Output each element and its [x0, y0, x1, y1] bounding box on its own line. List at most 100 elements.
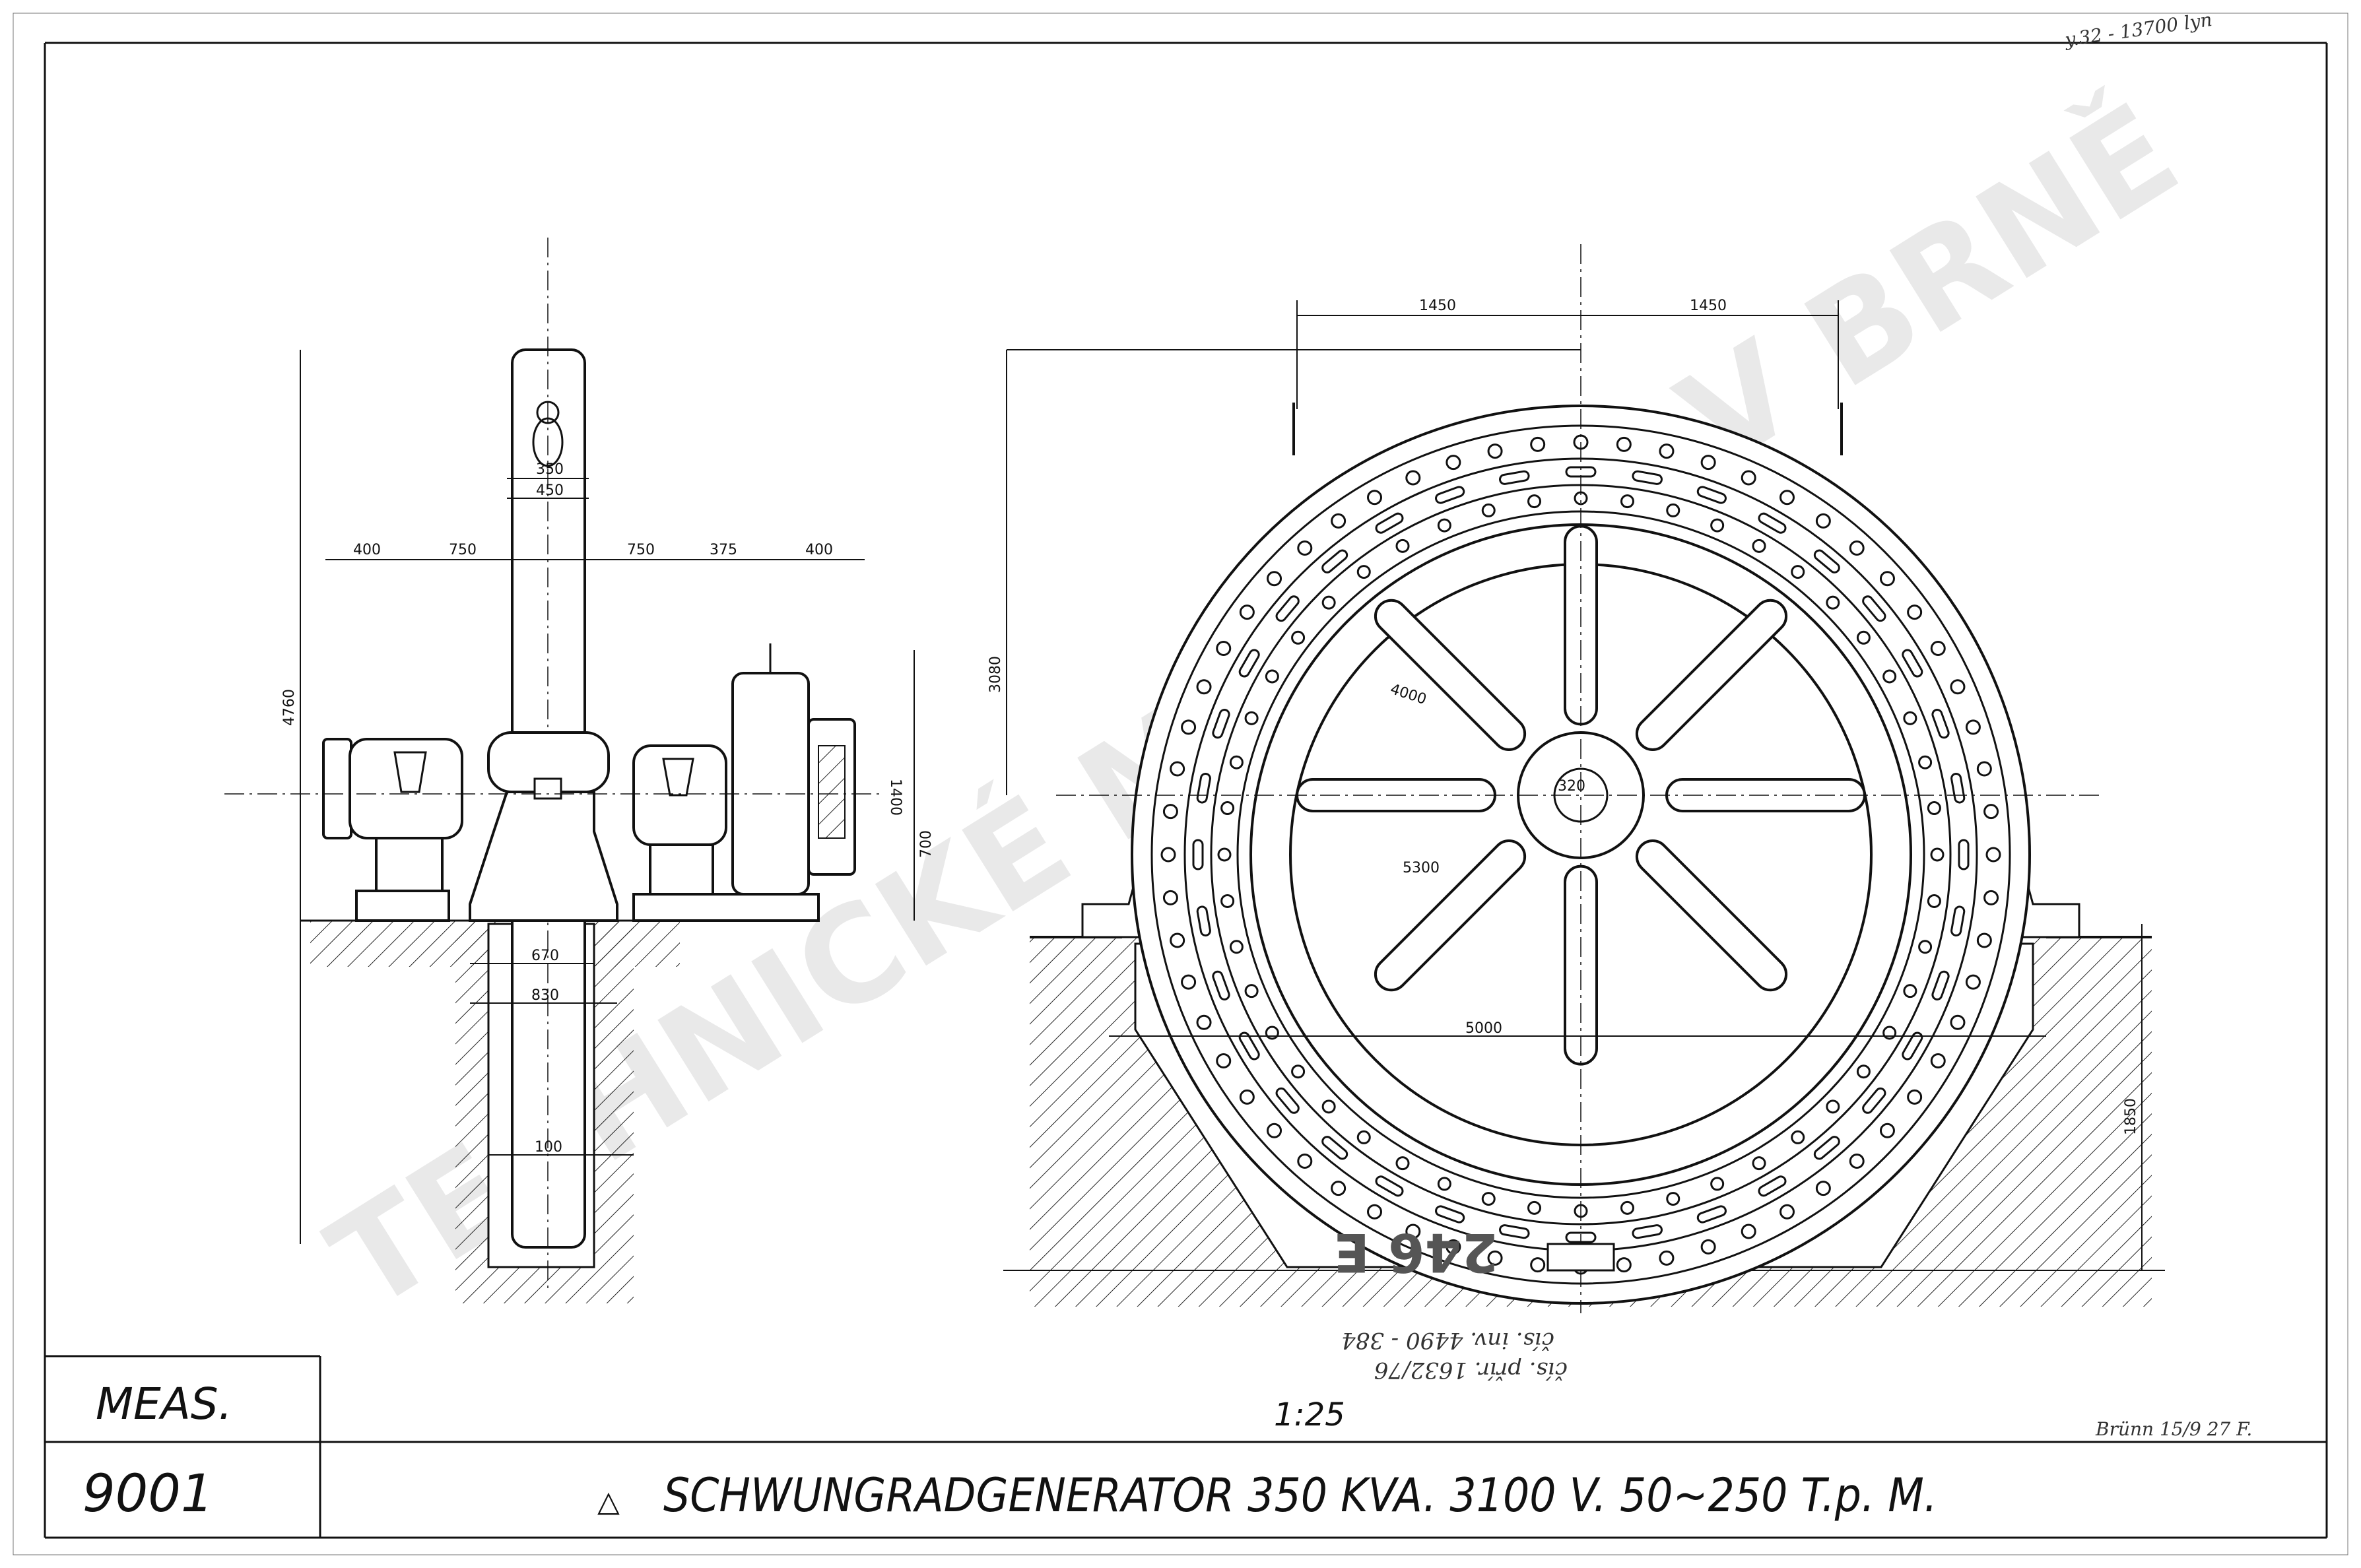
vent-slot: [1758, 1175, 1787, 1197]
rotor-hole: [1903, 984, 1917, 998]
bolt-hole: [1741, 1224, 1756, 1239]
bolt-hole: [1965, 719, 1981, 735]
spoke: [1564, 865, 1598, 1066]
dim-dia-5000: 5000: [1465, 1020, 1502, 1037]
vent-slot: [1813, 1136, 1840, 1160]
bolt-hole: [1879, 1123, 1895, 1138]
dim-right-400: 400: [805, 542, 833, 558]
dim-height-3080: 3080: [987, 656, 1004, 693]
meas-label: MEAS.: [96, 1379, 232, 1429]
rotor-hole: [1217, 847, 1232, 862]
bolt-hole: [1162, 890, 1178, 905]
dim-hub-320: 320: [1558, 778, 1585, 795]
rotor-hole: [1356, 1130, 1371, 1144]
rotor-hole: [1903, 711, 1917, 725]
stamp: 246 E: [1334, 1222, 1499, 1283]
bolt-hole: [1950, 679, 1966, 695]
vent-slot: [1435, 486, 1465, 504]
rotor-hole: [1481, 503, 1496, 517]
rotor-hole: [1527, 1200, 1542, 1215]
rotor-hole: [1321, 595, 1336, 610]
vent-slot: [1632, 470, 1663, 485]
rotor-hole: [1220, 801, 1235, 816]
bolt-hole: [1741, 470, 1756, 486]
vent-slot: [1958, 839, 1970, 870]
bolt-hole: [1170, 932, 1185, 948]
rotor-hole: [1930, 847, 1945, 862]
spoke: [1374, 839, 1527, 992]
side-dimensions: [300, 350, 915, 1244]
bolt-hole: [1930, 641, 1946, 656]
bolt-hole: [1976, 932, 1992, 948]
vent-slot: [1375, 1175, 1404, 1197]
dim-top-left-1450: 1450: [1419, 298, 1456, 314]
vent-slot: [1196, 905, 1211, 936]
bolt-hole: [1216, 1053, 1232, 1068]
rotor-hole: [1826, 1099, 1840, 1114]
bolt-hole: [1659, 1250, 1675, 1266]
rotor-hole: [1265, 669, 1279, 684]
bolt-hole: [1331, 1181, 1347, 1196]
vent-slot: [1238, 1031, 1260, 1061]
rotor-hole: [1918, 755, 1933, 769]
vent-slot: [1758, 512, 1787, 534]
bolt-hole: [1446, 1239, 1461, 1255]
bolt-hole: [1849, 540, 1865, 556]
bolt-hole: [1849, 1153, 1865, 1169]
dim-pit-830: 830: [531, 987, 559, 1004]
dim-right-375: 375: [710, 542, 737, 558]
vent-slot: [1931, 709, 1950, 739]
bolt-hole: [1815, 1181, 1831, 1196]
bolt-hole: [1297, 1153, 1313, 1169]
flywheel-spokes: [1296, 525, 1866, 1066]
bolt-hole: [1405, 470, 1421, 486]
bolt-hole: [1907, 604, 1923, 620]
central-pedestal: [469, 791, 618, 922]
rotor-hole: [1229, 940, 1244, 954]
bolt-hole: [1879, 571, 1895, 587]
vent-slot: [1499, 470, 1530, 485]
rotor-hole: [1321, 1099, 1336, 1114]
dim-left-400: 400: [353, 542, 381, 558]
scale-label: 1:25: [1274, 1396, 1345, 1433]
rotor-hole: [1265, 1026, 1279, 1040]
rotor-hole: [1791, 1130, 1805, 1144]
rotor-hole: [1356, 565, 1371, 579]
dim-left-750: 750: [449, 542, 477, 558]
bolt-hole: [1196, 679, 1212, 695]
bolt-hole: [1160, 847, 1176, 863]
rotor-hole: [1244, 711, 1259, 725]
dim-pit-670: 670: [531, 948, 559, 964]
rotor-hole: [1229, 755, 1244, 769]
rotor-hole: [1620, 1200, 1634, 1215]
vent-slot: [1696, 486, 1727, 504]
bolt-hole: [1907, 1089, 1923, 1105]
rotor-hole: [1244, 984, 1259, 998]
rotor-hole: [1666, 1192, 1680, 1206]
rotor-hole: [1752, 1156, 1766, 1171]
vent-slot: [1275, 595, 1300, 622]
bolt-hole: [1181, 719, 1197, 735]
bolt-hole: [1530, 436, 1546, 452]
bolt-hole: [1815, 513, 1831, 529]
dim-right-1850: 1850: [2123, 1098, 2139, 1135]
title-marker: △: [597, 1485, 620, 1519]
vent-slot: [1238, 649, 1260, 678]
bolt-hole: [1985, 847, 2001, 863]
bolt-hole: [1216, 641, 1232, 656]
rotor-hole: [1437, 1177, 1451, 1191]
signature: Brünn 15/9 27 F.: [2095, 1418, 2252, 1440]
vent-slot: [1192, 839, 1204, 870]
rotor-hole: [1710, 518, 1725, 533]
bolt-hole: [1367, 1204, 1382, 1220]
bolt-hole: [1446, 455, 1461, 471]
bolt-hole: [1181, 974, 1197, 990]
rotor-hole: [1927, 894, 1941, 908]
vent-slot: [1950, 905, 1966, 936]
bolt-hole: [1983, 890, 1999, 905]
rotor-hole: [1710, 1177, 1725, 1191]
rotor-hole: [1752, 539, 1766, 553]
rotor-hole: [1826, 595, 1840, 610]
bolt-hole: [1331, 513, 1347, 529]
bolt-hole: [1239, 1089, 1255, 1105]
